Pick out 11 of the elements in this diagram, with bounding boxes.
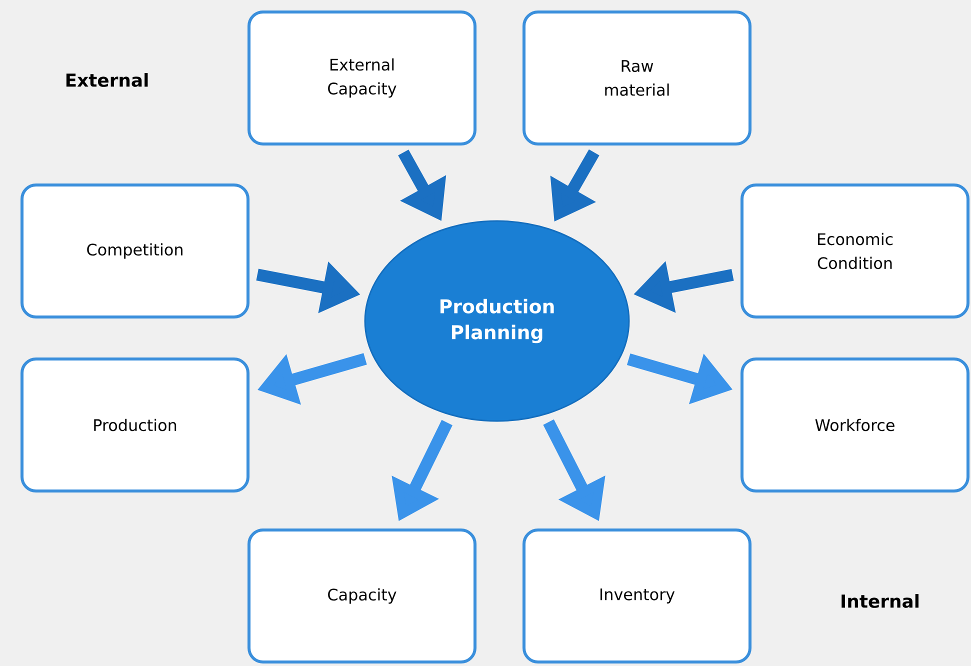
- factor-box: Inventory: [522, 528, 752, 664]
- factor-box: Competition: [20, 184, 250, 318]
- factor-box: Economic Condition: [740, 184, 970, 318]
- group-label: Internal: [842, 594, 918, 608]
- factor-box: Production: [20, 358, 250, 492]
- circle-node: Production Planning: [364, 220, 630, 422]
- factor-box: Raw material: [522, 10, 752, 146]
- factor-box: Workforce: [740, 358, 970, 492]
- factor-box: External Capacity: [248, 10, 476, 146]
- group-label: External: [66, 73, 148, 87]
- factor-box: Capacity: [248, 528, 476, 664]
